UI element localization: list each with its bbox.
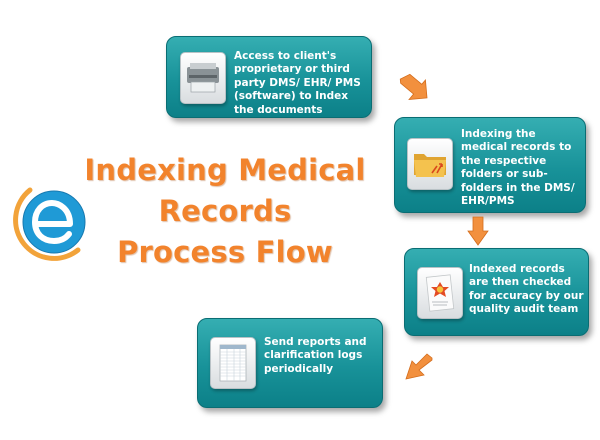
step-box-2: Indexing the medical records to the resp… [394,117,586,213]
title-line-1: Indexing Medical [84,153,366,187]
step-box-1: Access to client's proprietary or third … [166,36,372,118]
scanner-icon [180,52,226,104]
step-box-4: Send reports and clarification logs peri… [197,318,383,408]
step-text-2: Indexing the medical records to the resp… [461,128,575,208]
arrow-step-3-to-4 [405,353,433,380]
folder-icon [407,138,453,190]
certificate-icon [417,267,463,319]
spreadsheet-icon [210,337,256,389]
step-text-4: Send reports and clarification logs peri… [264,336,367,375]
title-line-3: Process Flow [117,235,333,269]
step-box-3: Indexed records are then checked for acc… [404,248,589,336]
step-text-3: Indexed records are then checked for acc… [469,263,584,316]
arrow-step-1-to-2 [399,73,428,100]
diagram-title: Indexing Medical Records Process Flow [60,150,390,273]
step-text-1: Access to client's proprietary or third … [234,50,361,116]
arrow-step-2-to-3 [467,216,489,246]
e-logo-icon [13,187,86,261]
title-line-2: Records [158,194,292,228]
